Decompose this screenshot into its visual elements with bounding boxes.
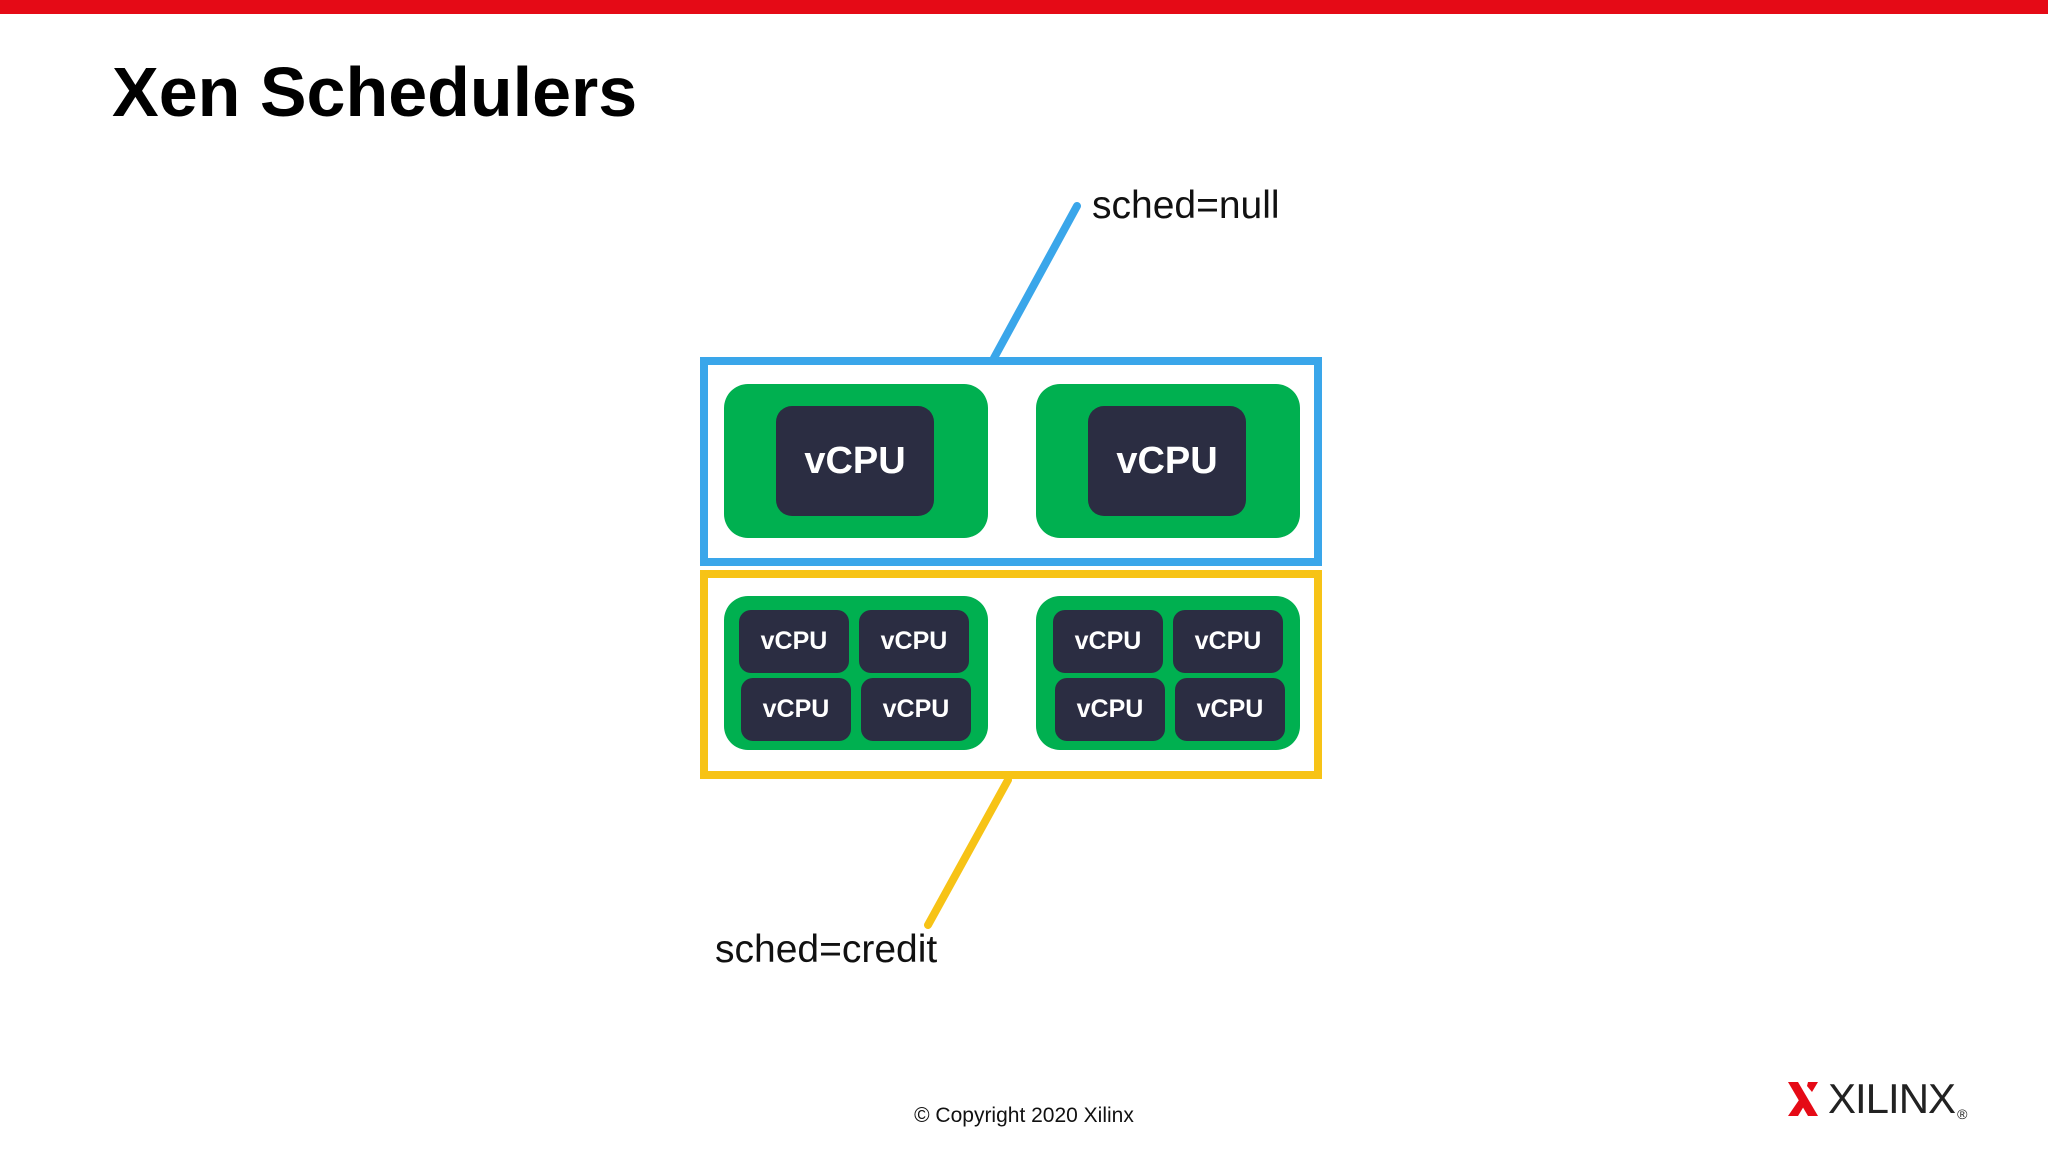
logo-wordmark: XILINX (1828, 1075, 1956, 1122)
top-accent-bar (0, 0, 2048, 14)
credit-connector-line (924, 776, 1012, 929)
logo-trademark: ® (1957, 1106, 1968, 1122)
null-vcpu-2: vCPU (1088, 406, 1246, 516)
credit-host1-vcpu-2: vCPU (859, 610, 969, 673)
xilinx-logo: XILINX ® (1786, 1076, 1967, 1122)
credit-host2-vcpu-4: vCPU (1175, 678, 1285, 741)
credit-host2-vcpu-1: vCPU (1053, 610, 1163, 673)
sched-credit-label: sched=credit (715, 928, 938, 971)
xilinx-mark-icon (1788, 1082, 1818, 1116)
credit-host2-vcpu-3: vCPU (1055, 678, 1165, 741)
null-connector-line (990, 202, 1081, 362)
sched-null-label: sched=null (1092, 184, 1280, 227)
null-vcpu-1: vCPU (776, 406, 934, 516)
copyright-notice: © Copyright 2020 Xilinx (914, 1104, 1134, 1127)
credit-host2-vcpu-2: vCPU (1173, 610, 1283, 673)
slide-title: Xen Schedulers (112, 53, 638, 131)
credit-host1-vcpu-3: vCPU (741, 678, 851, 741)
credit-host1-vcpu-1: vCPU (739, 610, 849, 673)
credit-host1-vcpu-4: vCPU (861, 678, 971, 741)
